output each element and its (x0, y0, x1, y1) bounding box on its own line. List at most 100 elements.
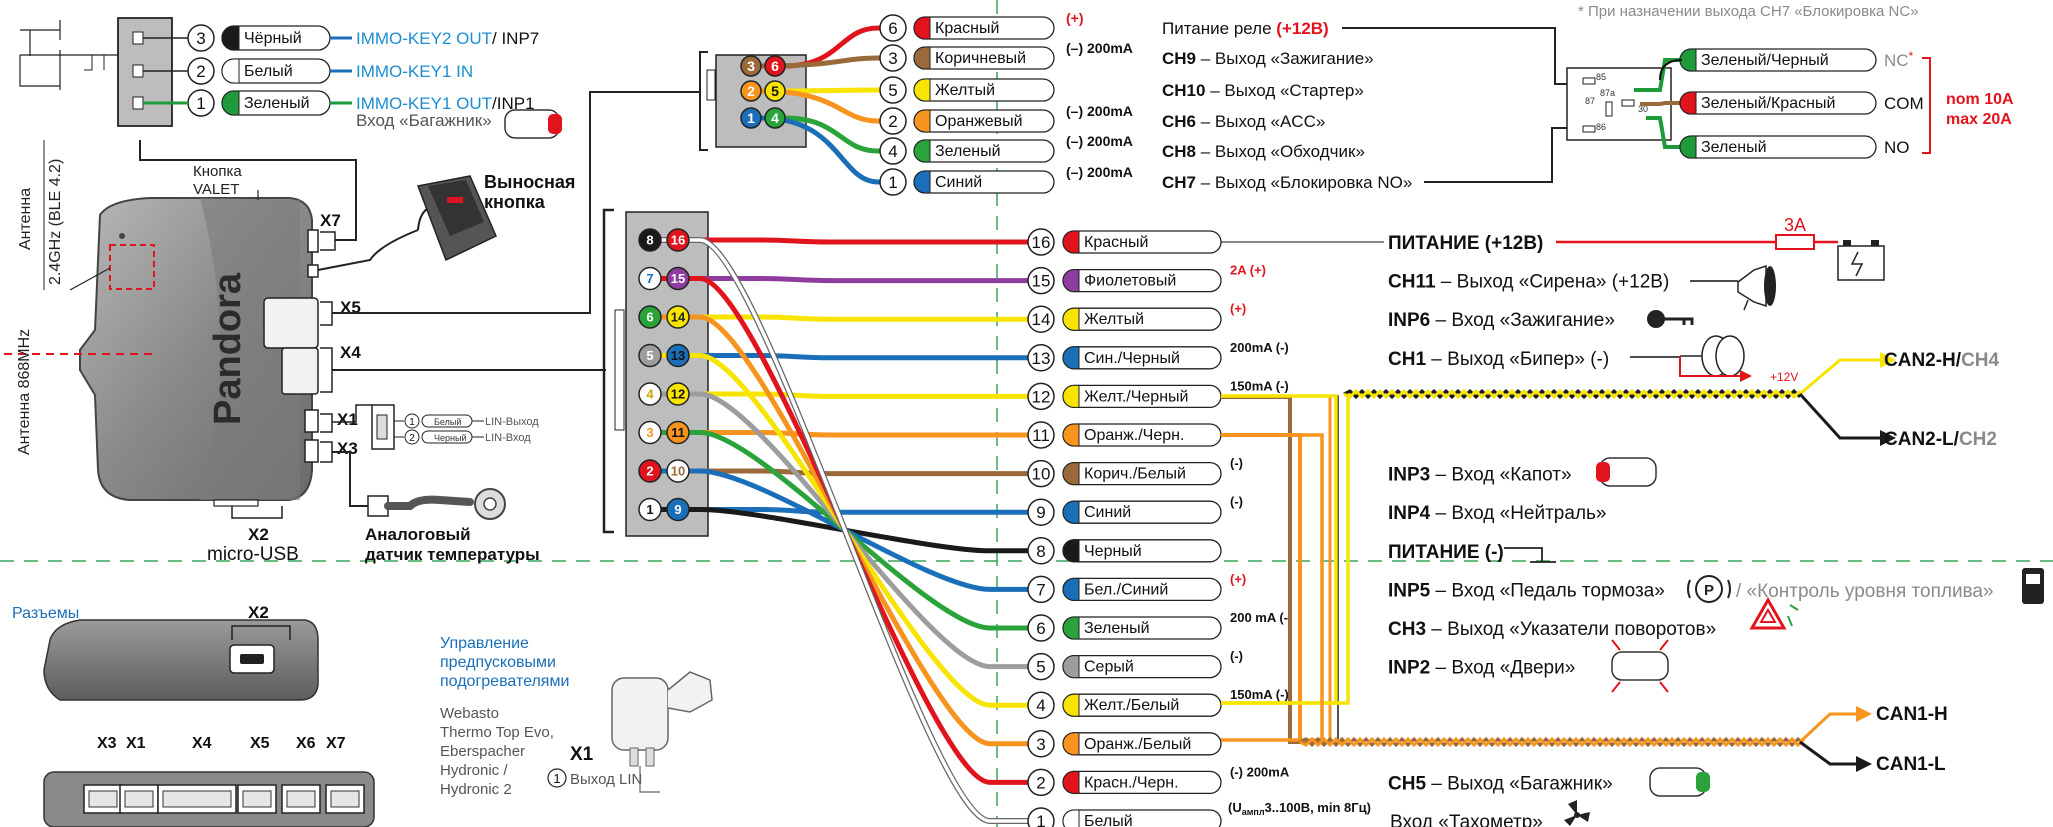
siren-icon (1737, 264, 1776, 311)
x4-inner-pin-num: 10 (671, 464, 685, 479)
x4-inner-pin (638, 228, 662, 252)
x4-wire-pin-num: 16 (1032, 233, 1051, 252)
lin-pin (404, 413, 420, 429)
car-rear-icon (504, 109, 562, 139)
x4-inner-pin-num: 12 (671, 387, 685, 402)
x5-inner-pin (740, 55, 762, 77)
x4-inner-pin (666, 266, 690, 291)
x4-current: 2A (+) (1230, 263, 1266, 278)
connector-label: X7 (326, 735, 346, 752)
x4-inner-pin-num: 16 (671, 233, 685, 248)
x4-wire-pin-num: 8 (1036, 542, 1045, 561)
x5-wire-pin (879, 137, 907, 165)
lin-pin (404, 429, 420, 445)
x4-inner-pin-num: 3 (646, 425, 653, 440)
immo-pin-num: 1 (196, 94, 205, 113)
x5-port (263, 297, 319, 349)
relay-terminal: NO (1884, 138, 1910, 157)
fuel-level-text: / «Контроль уровня топлива» (1736, 581, 1994, 602)
x4-inner-pin (666, 382, 690, 406)
x4-function: Вход «Тахометр» (1390, 812, 1543, 827)
x5-wire-line (784, 115, 900, 154)
x4-inner-pin (666, 497, 690, 522)
x4-wire-pin (1027, 498, 1055, 526)
x4-wire-line (688, 391, 1030, 399)
x4-wire-pin (1027, 575, 1055, 604)
x4-wire-pin-num: 11 (1032, 426, 1050, 445)
x5-inner-pin-num: 4 (771, 110, 779, 126)
port-x1-label: X1 (337, 410, 358, 429)
x5-inner-pin-num: 2 (747, 83, 755, 99)
x4-wire-pin-num: 9 (1036, 503, 1045, 522)
connector-label: X5 (250, 735, 270, 752)
port-x5-label: X5 (340, 298, 361, 317)
lin-pin-num: 2 (409, 433, 415, 444)
x4-inner-pin-num: 5 (646, 348, 653, 363)
relay-rating-max: max 20A (1946, 111, 2012, 128)
x4-connector (602, 208, 709, 537)
x5-wire-label: Красный (935, 20, 999, 37)
ground-icon (1504, 547, 1556, 563)
immo-pin-num: 2 (196, 62, 205, 81)
x5-inner-pin (764, 107, 786, 129)
x4-wire-label: Желтый (1084, 311, 1144, 328)
x4-wire-line (660, 238, 1030, 823)
x4-current: 200mA (-) (1230, 340, 1289, 355)
x4-wire-label: Черный (1084, 543, 1142, 560)
heater-model-1: Webasto (440, 705, 499, 722)
x4-current: 200 mA (-) (1230, 610, 1292, 625)
x4-wire-pin (1027, 691, 1055, 719)
connectors-x2-label: X2 (248, 603, 269, 622)
relay-rating-nom: nom 10A (1946, 91, 2014, 108)
antenna-ble-label-2: 2.4GHz (BLE 4.2) (47, 159, 64, 285)
can1-l-label: CAN1-L (1876, 754, 1946, 775)
micro-usb-label: micro-USB (207, 544, 299, 565)
relay-terminal: NC* (1884, 49, 1914, 70)
connector-label: X1 (126, 735, 146, 752)
x4-inner-pin-num: 2 (646, 464, 653, 479)
relay-pin-label: 30 (1638, 104, 1648, 114)
x5-wire-line (760, 115, 900, 185)
x4-wire-pin (1027, 730, 1055, 758)
temp-sensor-label-1: Аналоговый (365, 525, 471, 544)
can1-h-label: CAN1-H (1876, 704, 1948, 725)
relay-terminal: COM (1884, 94, 1924, 113)
x5-wire-pin-num: 4 (888, 142, 897, 161)
lin-label: LIN-Вход (485, 432, 531, 444)
fuel-icon (2022, 568, 2044, 604)
relay-wire-label: Зеленый (1701, 139, 1767, 156)
key-icon (1647, 310, 1694, 328)
x4-inner-pin (638, 382, 662, 406)
x5-function: CH8 – Выход «Обходчик» (1162, 142, 1365, 161)
x4-inner-pin-num: 13 (671, 348, 685, 363)
relay-pin-label: 87 (1585, 96, 1595, 106)
heater-model-4: Hydronic / (440, 762, 508, 779)
x4-function: INP6 – Вход «Зажигание» (1388, 310, 1615, 331)
x5-wire-pin (879, 107, 907, 135)
x4-wire-pin (1027, 344, 1055, 372)
x4-current: (-) (1230, 494, 1243, 509)
remote-button-label-1: Выносная (484, 172, 575, 192)
x5-inner-pin-num: 6 (771, 58, 779, 74)
fuse-icon (1775, 234, 1815, 250)
x4-wire-line (688, 468, 1030, 477)
x4-wire-pin (1027, 614, 1055, 642)
x4-wire-pin-num: 15 (1032, 272, 1051, 291)
x4-function: ПИТАНИЕ (-) (1388, 542, 1504, 563)
x4-inner-pin-num: 1 (646, 502, 653, 517)
x4-inner-pin-num: 7 (646, 271, 653, 286)
heater-title-2: предпусковыми (440, 654, 556, 671)
x4-wire-pin-num: 10 (1032, 465, 1051, 484)
connector-label: X6 (296, 735, 316, 752)
connector-label: X3 (97, 735, 117, 752)
x4-wire-pin-num: 14 (1032, 310, 1051, 329)
x4-wire-pin (1027, 421, 1055, 449)
valet-label-1: Кнопка (193, 163, 242, 180)
x4-inner-pin (666, 305, 690, 329)
x4-wire-pin (1027, 266, 1055, 295)
buzzer-icon (1679, 335, 1752, 382)
doors-car-icon (1611, 639, 1669, 693)
tacho-fan-icon (1564, 800, 1590, 826)
